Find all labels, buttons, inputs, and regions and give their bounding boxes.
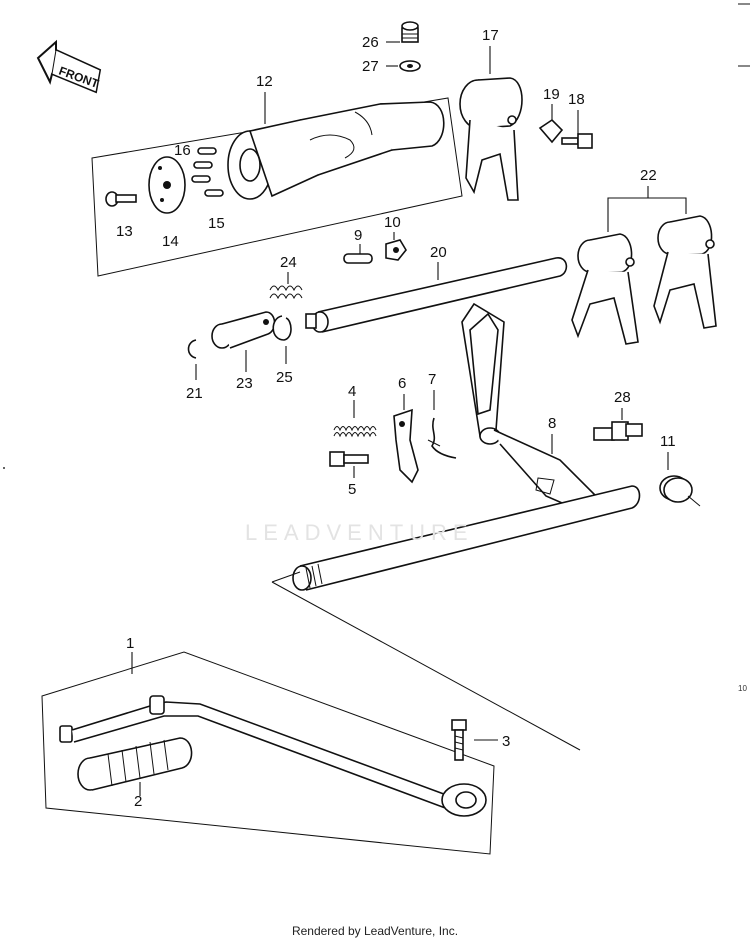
shift-pedal-1	[59, 695, 487, 817]
label-24: 24	[280, 254, 297, 271]
front-arrow-icon: FRONT	[36, 39, 101, 94]
spring-7	[427, 417, 457, 459]
pins	[191, 147, 224, 197]
screw-13	[105, 191, 137, 207]
nut-10	[385, 239, 407, 261]
label-20: 20	[430, 244, 447, 261]
stud-28	[593, 421, 643, 441]
label-2: 2	[134, 793, 142, 810]
label-6: 6	[398, 375, 406, 392]
shift-rod-20	[305, 257, 568, 333]
pin-9	[343, 253, 373, 264]
label-16: 16	[174, 142, 191, 159]
label-19: 19	[543, 86, 560, 103]
spring-11	[659, 475, 701, 507]
pedal-rubber-2	[77, 737, 193, 791]
label-22: 22	[640, 167, 657, 184]
footer-credit: Rendered by LeadVenture, Inc.	[291, 924, 459, 938]
bolt-5	[329, 451, 369, 467]
spring-24	[269, 285, 303, 300]
label-1: 1	[126, 635, 134, 652]
label-13: 13	[116, 223, 133, 240]
shift-fork-17	[459, 77, 523, 201]
label-28: 28	[614, 389, 631, 406]
circlip-21	[187, 339, 197, 359]
shift-drum-plate	[148, 156, 186, 214]
label-25: 25	[276, 369, 293, 386]
label-26: 26	[362, 34, 379, 51]
label-11: 11	[660, 433, 676, 450]
lock-washer-19	[538, 118, 564, 144]
shift-drum	[227, 101, 445, 200]
label-27: 27	[362, 58, 379, 75]
shift-shaft-8	[292, 302, 641, 591]
pedal-assembly-box	[41, 651, 495, 855]
label-8: 8	[548, 415, 556, 432]
label-7: 7	[428, 371, 436, 388]
plug-26	[401, 21, 419, 43]
arm-23	[211, 311, 276, 349]
shift-fork-22a	[571, 233, 639, 345]
bolt-18	[561, 133, 593, 149]
label-10: 10	[384, 214, 401, 231]
label-14: 14	[162, 233, 179, 250]
stopper-6	[393, 408, 419, 484]
label-9: 9	[354, 227, 362, 244]
label-12: 12	[256, 73, 273, 90]
label-15: 15	[208, 215, 225, 232]
bolt-3	[451, 719, 467, 761]
label-23: 23	[236, 375, 253, 392]
label-21: 21	[186, 385, 203, 402]
label-3: 3	[502, 733, 510, 750]
label-4: 4	[348, 383, 356, 400]
washer-27	[399, 60, 421, 72]
label-5: 5	[348, 481, 356, 498]
side-note: 10	[738, 684, 747, 693]
label-18: 18	[568, 91, 585, 108]
watermark: LEADVENTURE	[245, 520, 474, 545]
label-17: 17	[482, 27, 499, 44]
spring-4	[333, 426, 377, 438]
circlip-25	[272, 315, 292, 341]
shift-fork-22b	[653, 215, 717, 329]
